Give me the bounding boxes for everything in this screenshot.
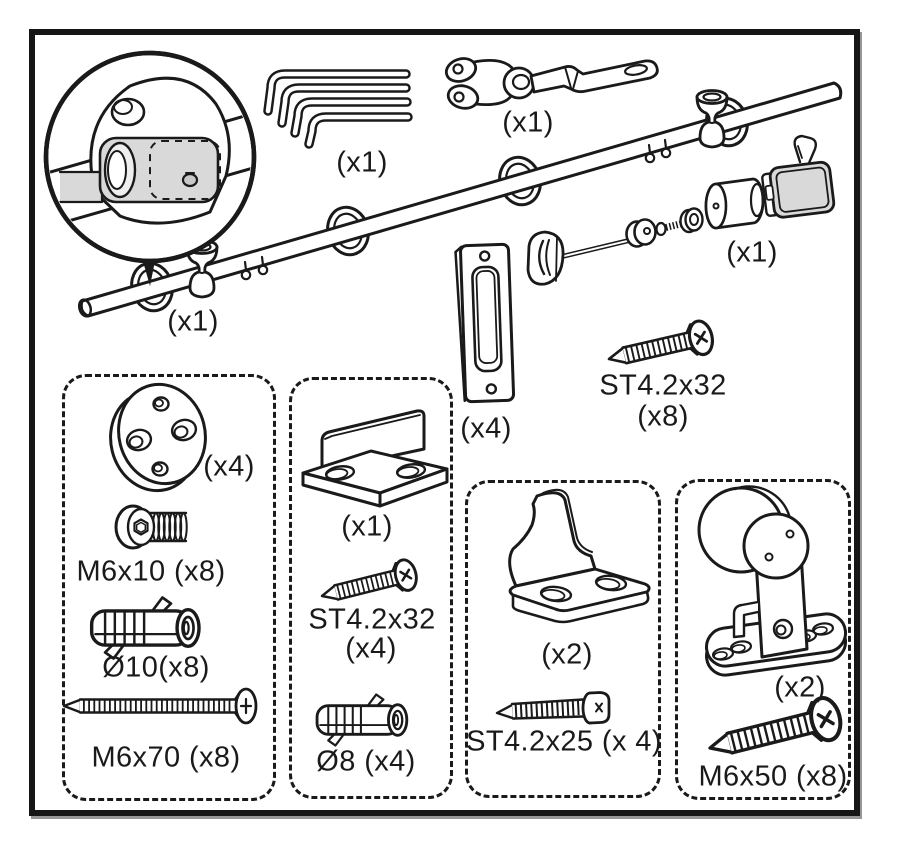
floor-guide-icon <box>301 409 449 508</box>
pin-wrench-icon <box>444 57 659 110</box>
hex-keys-qty-label: (x1) <box>336 146 388 179</box>
countersunk-screw-icon <box>605 319 715 376</box>
wall-anchor-d10-icon <box>89 595 201 661</box>
kit-box-door-guide <box>465 480 661 798</box>
st42x32-qty-label: (x4) <box>345 632 397 665</box>
wall-anchor-d8-icon <box>315 692 409 748</box>
wrench-qty-label: (x1) <box>502 106 554 139</box>
floor-guide-qty-label: (x1) <box>341 510 393 543</box>
rail-qty-label: (x1) <box>167 305 219 338</box>
hex-keys-icon <box>263 69 413 149</box>
m6x50-label: M6x50 (x8) <box>698 760 848 793</box>
connector-detail-callout-icon <box>43 50 257 286</box>
door-guide-qty-label: (x2) <box>541 638 593 671</box>
mount-screw-qty-label: (x8) <box>637 400 689 433</box>
kit-box-wall-brackets <box>62 374 276 801</box>
st42x25-screw-icon <box>495 691 611 725</box>
door-guide-bracket-icon <box>508 488 651 624</box>
st42x25-label: ST4.2x25 (x 4) <box>466 725 662 758</box>
diagram-border-frame <box>29 29 860 816</box>
m6x10-screw-icon <box>114 504 188 550</box>
anchor-d8-label: Ø8 (x4) <box>316 745 416 778</box>
rail-screw-icon <box>240 138 672 281</box>
st42x32-size-label: ST4.2x32 <box>308 603 436 636</box>
mount-screw-size-label: ST4.2x32 <box>599 369 727 402</box>
kit-box-floor-guide <box>289 377 453 799</box>
m6x70-screw-icon <box>62 687 258 725</box>
wall-bracket-disc-icon <box>109 382 207 493</box>
soft-close-damper-icon <box>526 134 836 286</box>
roller-qty-label: (x2) <box>774 671 826 704</box>
flush-pull-qty-label: (x4) <box>460 412 512 445</box>
m6x70-label: M6x70 (x8) <box>91 741 241 774</box>
kit-box-floor-roller <box>675 479 851 800</box>
m6x50-screw-icon <box>705 695 845 769</box>
anchor-d10-label: Ø10(x8) <box>102 651 210 684</box>
floor-roller-icon <box>697 485 848 677</box>
m6x10-label: M6x10 (x8) <box>76 555 226 588</box>
rail-with-stops-icon <box>77 81 843 318</box>
damper-qty-label: (x1) <box>726 236 778 269</box>
wall-bracket-qty-label: (x4) <box>203 450 255 483</box>
flush-pull-handle-icon <box>454 242 516 404</box>
